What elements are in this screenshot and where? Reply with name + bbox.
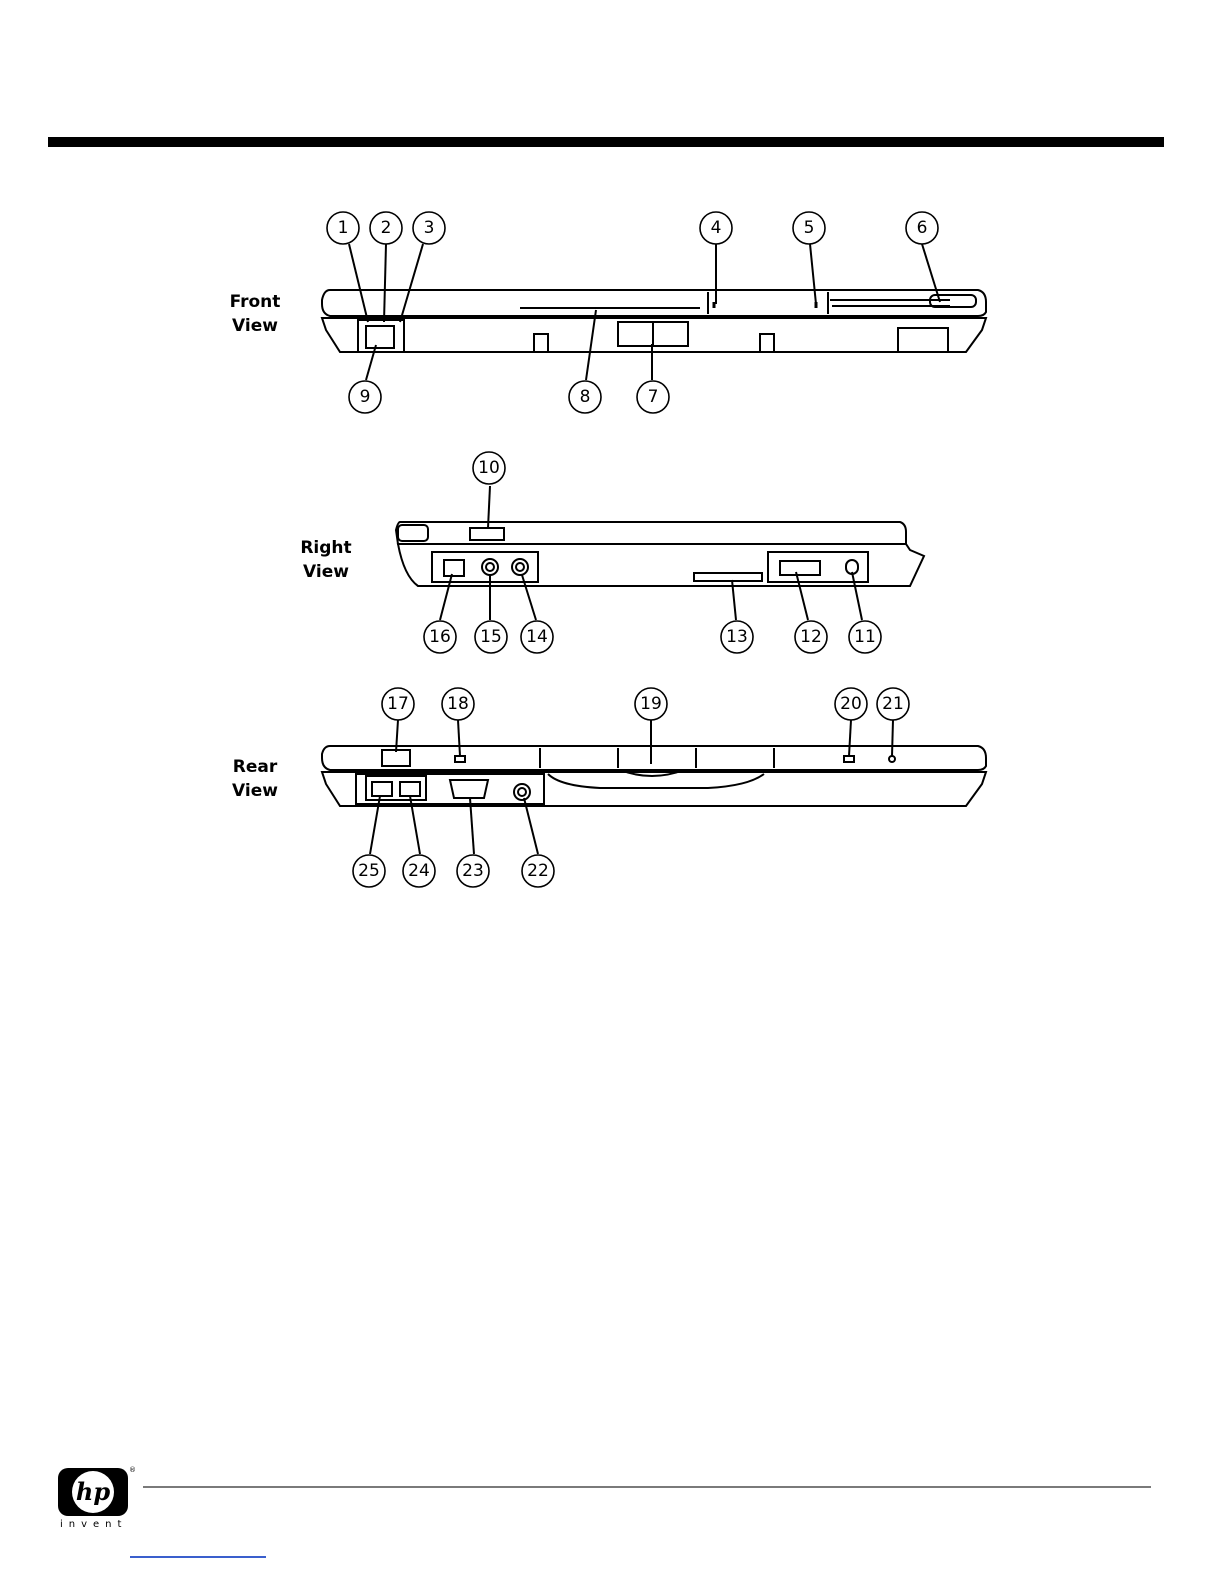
callout-23: 23 — [457, 855, 489, 887]
callout-11: 11 — [849, 621, 881, 653]
callout-24: 24 — [403, 855, 435, 887]
svg-text:20: 20 — [840, 694, 862, 714]
svg-text:15: 15 — [480, 627, 502, 647]
svg-text:24: 24 — [408, 861, 430, 881]
callout-2: 2 — [370, 212, 402, 244]
callout-10: 10 — [473, 452, 505, 484]
svg-text:7: 7 — [648, 387, 659, 407]
callout-7: 7 — [637, 381, 669, 413]
callout-19: 19 — [635, 688, 667, 720]
svg-text:13: 13 — [726, 627, 748, 647]
callout-22: 22 — [522, 855, 554, 887]
rear-view-drawing — [322, 720, 986, 854]
callout-18: 18 — [442, 688, 474, 720]
svg-text:14: 14 — [526, 627, 548, 647]
registered-mark: ® — [129, 1466, 136, 1474]
callout-20: 20 — [835, 688, 867, 720]
callout-15: 15 — [475, 621, 507, 653]
right-view-drawing — [396, 486, 924, 620]
callout-3: 3 — [413, 212, 445, 244]
front-view-drawing — [322, 244, 986, 380]
callout-25: 25 — [353, 855, 385, 887]
svg-text:4: 4 — [711, 218, 722, 238]
hp-logo-icon: hp — [58, 1468, 128, 1516]
callout-17: 17 — [382, 688, 414, 720]
callout-8: 8 — [569, 381, 601, 413]
callout-21: 21 — [877, 688, 909, 720]
callout-9: 9 — [349, 381, 381, 413]
svg-text:1: 1 — [338, 218, 349, 238]
callout-14: 14 — [521, 621, 553, 653]
callout-6: 6 — [906, 212, 938, 244]
callout-4: 4 — [700, 212, 732, 244]
svg-text:2: 2 — [381, 218, 392, 238]
svg-text:9: 9 — [360, 387, 371, 407]
svg-text:10: 10 — [478, 458, 500, 478]
svg-text:19: 19 — [640, 694, 662, 714]
svg-text:6: 6 — [917, 218, 928, 238]
callout-1: 1 — [327, 212, 359, 244]
svg-text:3: 3 — [424, 218, 435, 238]
svg-text:17: 17 — [387, 694, 409, 714]
svg-text:8: 8 — [580, 387, 591, 407]
svg-text:21: 21 — [882, 694, 904, 714]
svg-text:23: 23 — [462, 861, 484, 881]
laptop-views-diagram: 1 2 3 4 5 6 7 8 9 10 11 12 13 14 15 16 1… — [0, 0, 1224, 1000]
svg-text:22: 22 — [527, 861, 549, 881]
footer-link-underline[interactable] — [130, 1556, 266, 1558]
callout-16: 16 — [424, 621, 456, 653]
front-callouts: 1 2 3 4 5 6 7 8 9 — [327, 212, 938, 413]
callout-5: 5 — [793, 212, 825, 244]
svg-text:11: 11 — [854, 627, 876, 647]
callout-12: 12 — [795, 621, 827, 653]
svg-text:5: 5 — [804, 218, 815, 238]
hp-tagline: invent — [60, 1519, 127, 1530]
callout-13: 13 — [721, 621, 753, 653]
svg-text:hp: hp — [76, 1477, 110, 1506]
svg-text:25: 25 — [358, 861, 380, 881]
svg-text:12: 12 — [800, 627, 822, 647]
svg-text:16: 16 — [429, 627, 451, 647]
svg-text:18: 18 — [447, 694, 469, 714]
footer-rule — [143, 1486, 1151, 1488]
